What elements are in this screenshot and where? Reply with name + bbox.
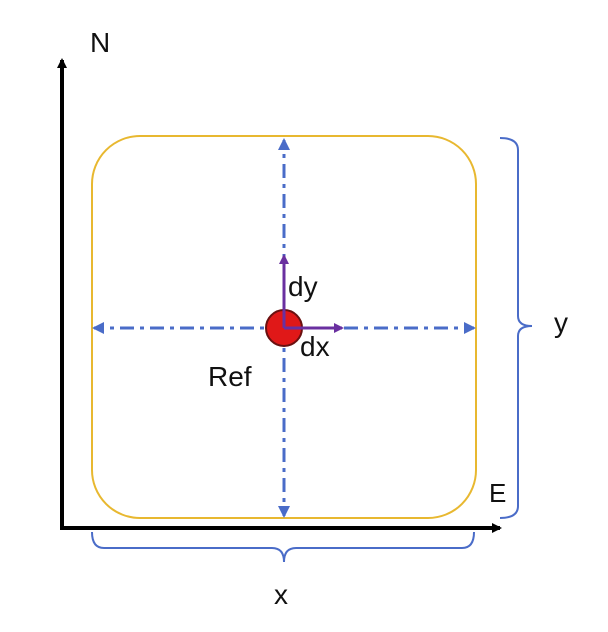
y-brace [499, 137, 533, 519]
east-label: E [489, 478, 506, 508]
ref-label: Ref [208, 361, 252, 392]
dx-label: dx [300, 331, 330, 362]
y-label: y [554, 307, 568, 338]
dy-label: dy [288, 271, 318, 302]
north-label: N [90, 27, 110, 58]
x-brace [91, 531, 475, 563]
x-label: x [274, 579, 288, 610]
